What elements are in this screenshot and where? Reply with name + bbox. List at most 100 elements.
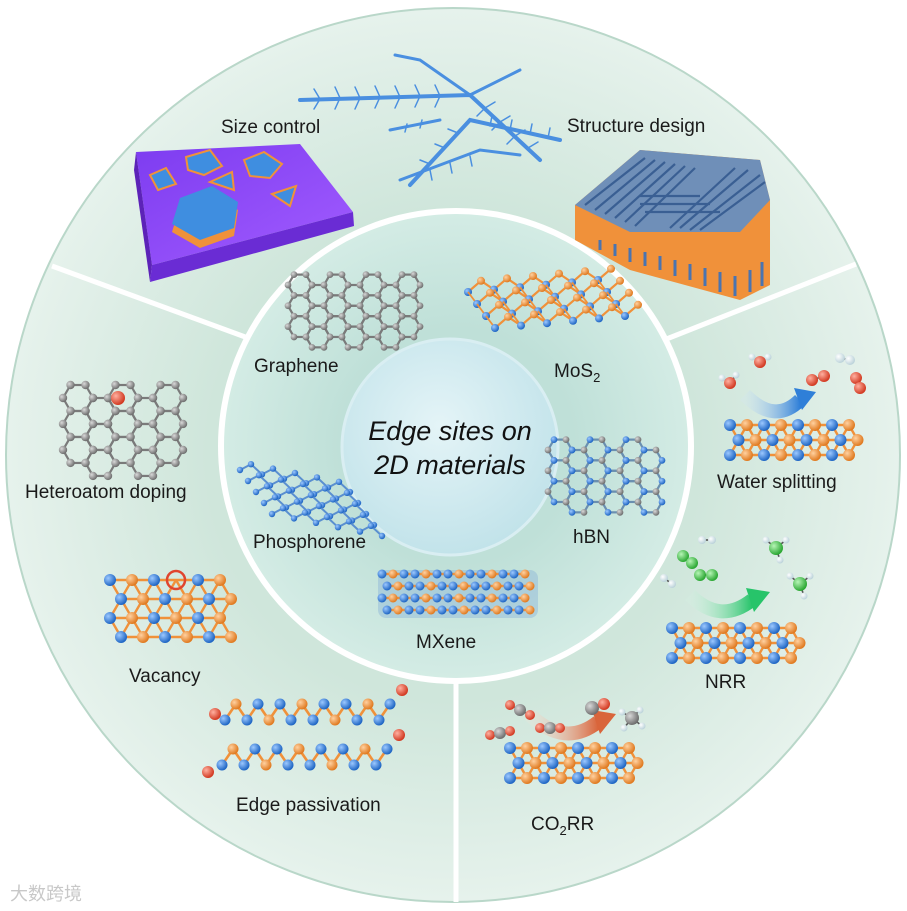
atom: [550, 477, 558, 485]
atom: [170, 612, 182, 624]
atom: [66, 432, 75, 442]
atom: [568, 508, 576, 516]
oxygen-atom: [850, 372, 862, 384]
atom: [277, 476, 285, 483]
atom: [393, 581, 403, 591]
atom: [81, 458, 90, 468]
passivating-atom: [396, 684, 408, 696]
atom: [148, 419, 158, 429]
atom: [263, 483, 271, 490]
atom: [307, 714, 319, 726]
atom: [826, 449, 838, 461]
atom: [572, 772, 584, 784]
atom: [388, 569, 398, 579]
atom: [344, 302, 352, 310]
atom: [538, 284, 546, 292]
atom: [115, 631, 127, 643]
atom: [148, 574, 160, 586]
atom: [362, 271, 370, 278]
atom: [843, 419, 855, 431]
atom: [437, 581, 447, 591]
label-mos2-sub: 2: [593, 369, 601, 385]
atom: [348, 759, 360, 771]
label-mxene: MXene: [416, 632, 477, 653]
atom: [432, 593, 442, 603]
hydrogen-atom: [782, 536, 790, 544]
atom: [717, 622, 729, 634]
hydrogen-atom: [660, 574, 668, 582]
atom: [338, 271, 346, 278]
vacancy-site: [165, 569, 187, 591]
atom: [377, 569, 387, 579]
carbon-atom: [514, 704, 526, 716]
atom: [550, 436, 558, 443]
atom: [700, 622, 712, 634]
atom: [759, 637, 772, 649]
atom: [284, 302, 292, 310]
atom: [192, 612, 204, 624]
co2rr-illustration: [485, 698, 646, 784]
oxygen-atom: [818, 370, 830, 382]
atom: [263, 714, 275, 726]
atom: [66, 458, 75, 468]
atom: [326, 271, 334, 278]
atom: [338, 312, 346, 320]
hydrogen-atom: [786, 572, 794, 580]
atom: [88, 393, 98, 403]
atom: [598, 436, 606, 443]
atom: [192, 574, 204, 586]
atom: [476, 569, 486, 579]
hydrogen-atom: [732, 371, 740, 379]
atom: [562, 477, 570, 485]
hydrogen-atom: [708, 536, 716, 544]
passivating-atom: [393, 729, 405, 741]
atom: [568, 488, 576, 495]
atom: [640, 508, 648, 516]
atom: [382, 581, 392, 591]
atom: [115, 593, 127, 605]
atom: [555, 742, 567, 754]
atom: [416, 302, 424, 310]
atom: [792, 419, 804, 431]
label-nrr: NRR: [705, 672, 747, 693]
atom: [171, 406, 180, 416]
atom: [88, 445, 98, 455]
atom: [792, 449, 804, 461]
atom: [604, 446, 612, 454]
atom: [126, 458, 135, 468]
atom: [580, 446, 588, 454]
hydrogen-atom: [638, 722, 646, 730]
atom: [525, 581, 535, 591]
atom: [448, 605, 458, 615]
atom: [691, 637, 704, 649]
dopant-atom: [111, 391, 125, 405]
atom: [724, 449, 736, 461]
atom: [241, 714, 253, 726]
atom: [543, 319, 551, 328]
atom: [399, 569, 409, 579]
atom: [586, 457, 594, 464]
atom: [171, 380, 180, 390]
atom: [555, 772, 567, 784]
atom: [255, 472, 263, 479]
atom: [252, 488, 260, 496]
atom: [586, 498, 594, 506]
atom: [631, 757, 644, 769]
atom: [634, 457, 642, 464]
atom: [398, 312, 406, 320]
watermark: 大数跨境: [10, 884, 82, 905]
atom: [410, 271, 418, 278]
atom: [284, 323, 292, 330]
atom: [512, 286, 520, 295]
atom: [741, 449, 753, 461]
atom: [454, 569, 464, 579]
label-co2rr-post: RR: [566, 814, 595, 835]
atom: [683, 652, 695, 664]
atom: [529, 757, 542, 769]
atom: [290, 312, 298, 320]
atom: [58, 393, 68, 403]
atom: [88, 419, 98, 429]
atom: [236, 466, 244, 474]
atom: [374, 271, 382, 278]
atom: [58, 445, 68, 455]
